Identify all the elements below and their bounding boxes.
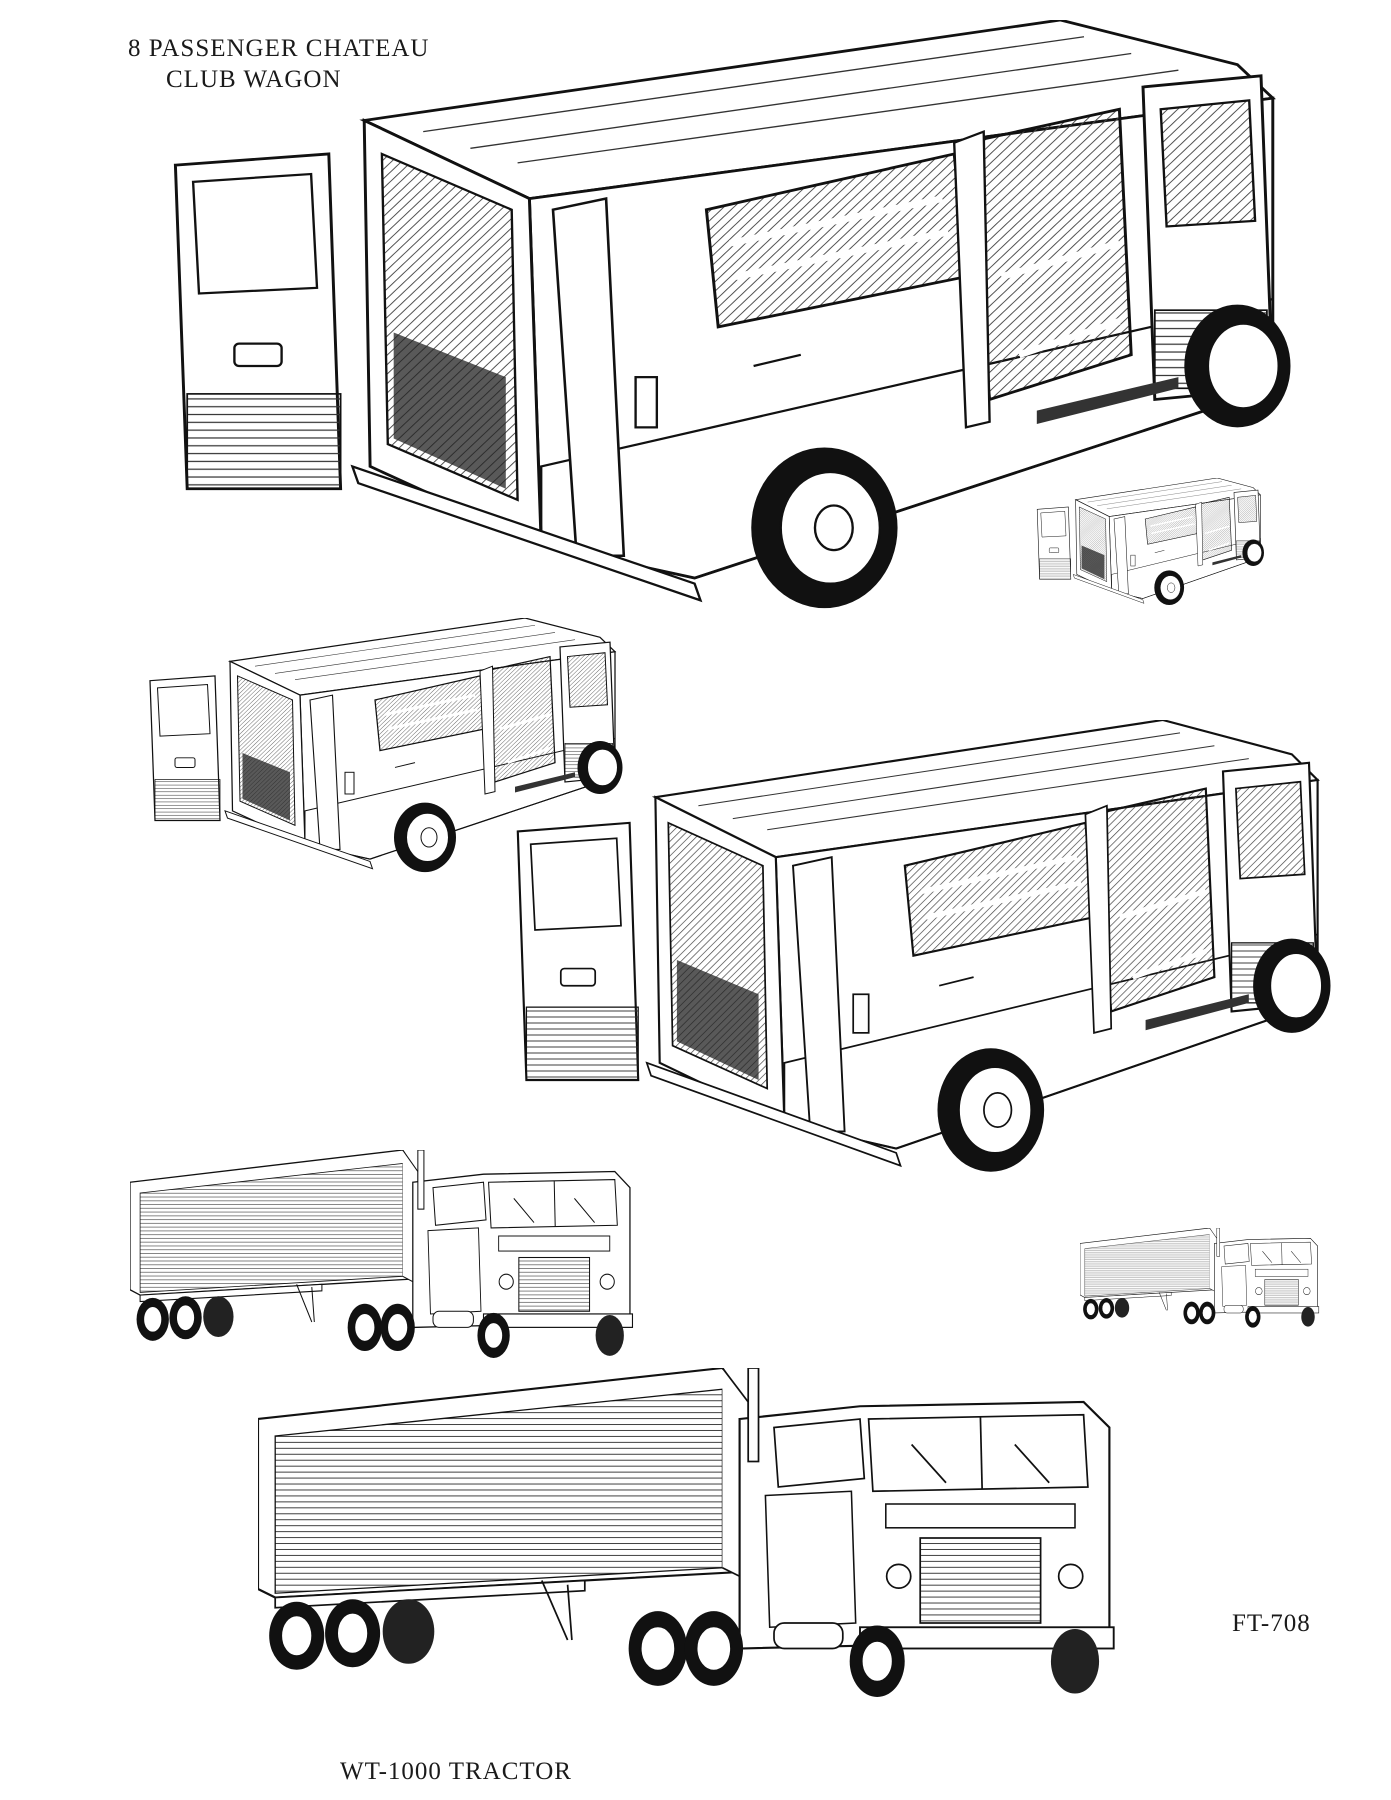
- tractor-trailer-large: [258, 1368, 1118, 1708]
- tractor-trailer-medium: [130, 1150, 635, 1365]
- van-caption-line-1: 8 PASSENGER CHATEAU: [128, 35, 430, 62]
- tractor-caption: WT-1000 TRACTOR: [340, 1758, 572, 1785]
- figure-code: FT-708: [1232, 1610, 1311, 1637]
- van-caption-line-2: CLUB WAGON: [166, 66, 342, 93]
- club-wagon-van-thumb-small: [1030, 478, 1270, 613]
- club-wagon-van-medium-right: [492, 720, 1352, 1200]
- tractor-trailer-small: [1080, 1228, 1320, 1331]
